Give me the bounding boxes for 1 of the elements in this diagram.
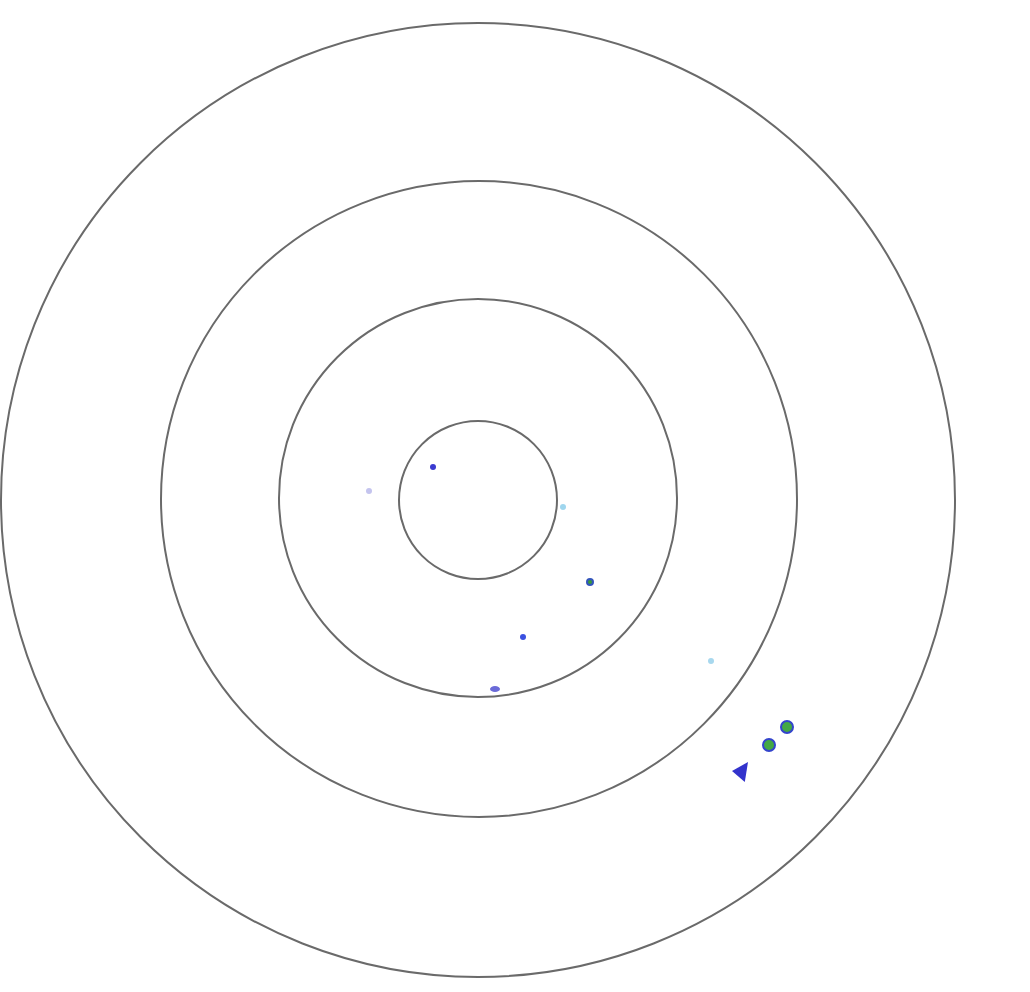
ring <box>398 419 559 580</box>
